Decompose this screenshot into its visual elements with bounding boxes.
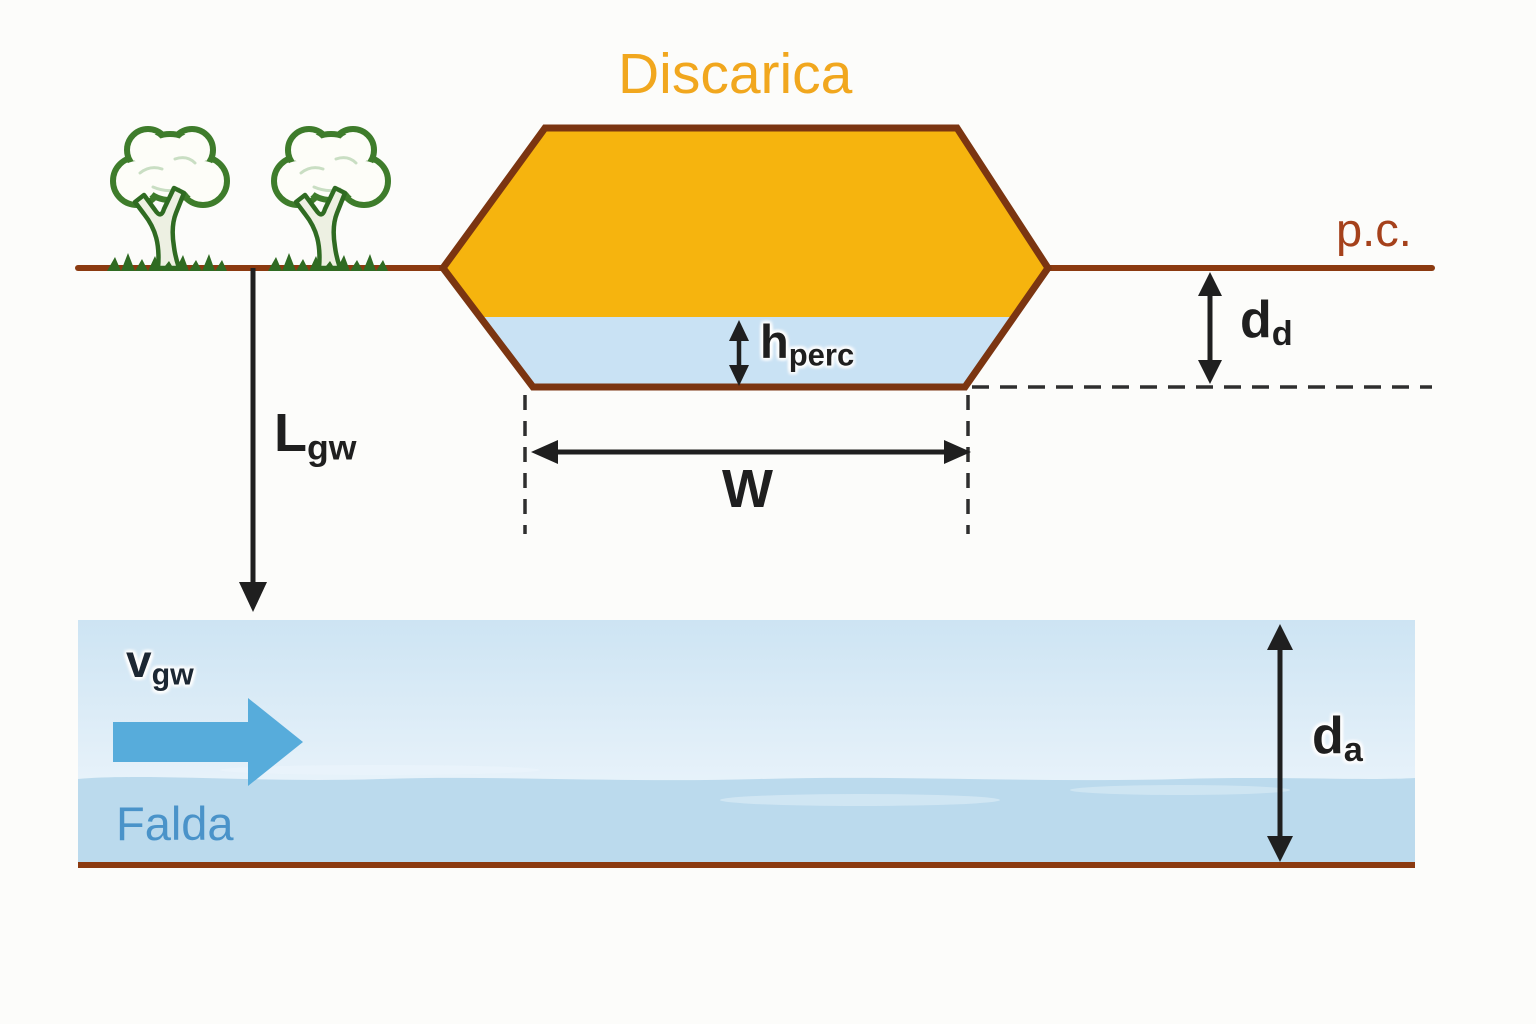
water-streak	[1070, 785, 1290, 795]
tree-grass	[107, 253, 227, 271]
da-subscript: a	[1343, 731, 1363, 770]
landfill-liner-outline	[438, 124, 1053, 391]
water-streak	[220, 765, 540, 775]
hperc-symbol: h	[760, 315, 789, 368]
tree-trunk	[132, 185, 187, 271]
da-label: da	[1312, 710, 1363, 768]
aquifer-lower-zone	[78, 777, 1415, 864]
hperc-label: hperc	[760, 318, 854, 370]
lgw-label: Lgw	[274, 406, 356, 466]
w-dimension-arrow	[531, 440, 971, 464]
dd-subscript: d	[1271, 315, 1293, 354]
vgw-subscript: gw	[151, 658, 194, 692]
tree-canopy	[110, 126, 230, 208]
groundwater-flow-arrow	[113, 698, 303, 786]
hperc-dimension-arrow	[729, 320, 749, 386]
lgw-subscript: gw	[307, 427, 357, 468]
tree	[107, 126, 230, 271]
aquifer-band	[78, 620, 1415, 868]
aquifer-label: Falda	[116, 797, 234, 850]
aquifer-upper-zone	[78, 620, 1415, 782]
da-dimension-arrow	[1267, 624, 1293, 862]
tree-grass	[268, 253, 388, 271]
hperc-subscript: perc	[788, 337, 855, 373]
tree-trunk	[293, 185, 348, 271]
landfill-body	[438, 124, 1053, 391]
vgw-symbol: v	[126, 635, 152, 687]
tree	[268, 126, 391, 271]
da-symbol: d	[1312, 707, 1344, 765]
ground-surface-label: p.c.	[1336, 203, 1412, 256]
dd-symbol: d	[1240, 291, 1272, 349]
dd-dimension-arrow	[1198, 272, 1222, 384]
dd-label: dd	[1240, 294, 1293, 352]
lgw-arrow	[239, 268, 267, 612]
w-symbol: W	[722, 459, 773, 519]
w-label: W	[722, 462, 773, 516]
landfill-title: Discarica	[618, 42, 853, 106]
vgw-label: vgw	[126, 638, 194, 691]
lgw-symbol: L	[274, 403, 307, 463]
water-streak	[720, 794, 1000, 806]
leachate-layer	[480, 317, 1014, 387]
